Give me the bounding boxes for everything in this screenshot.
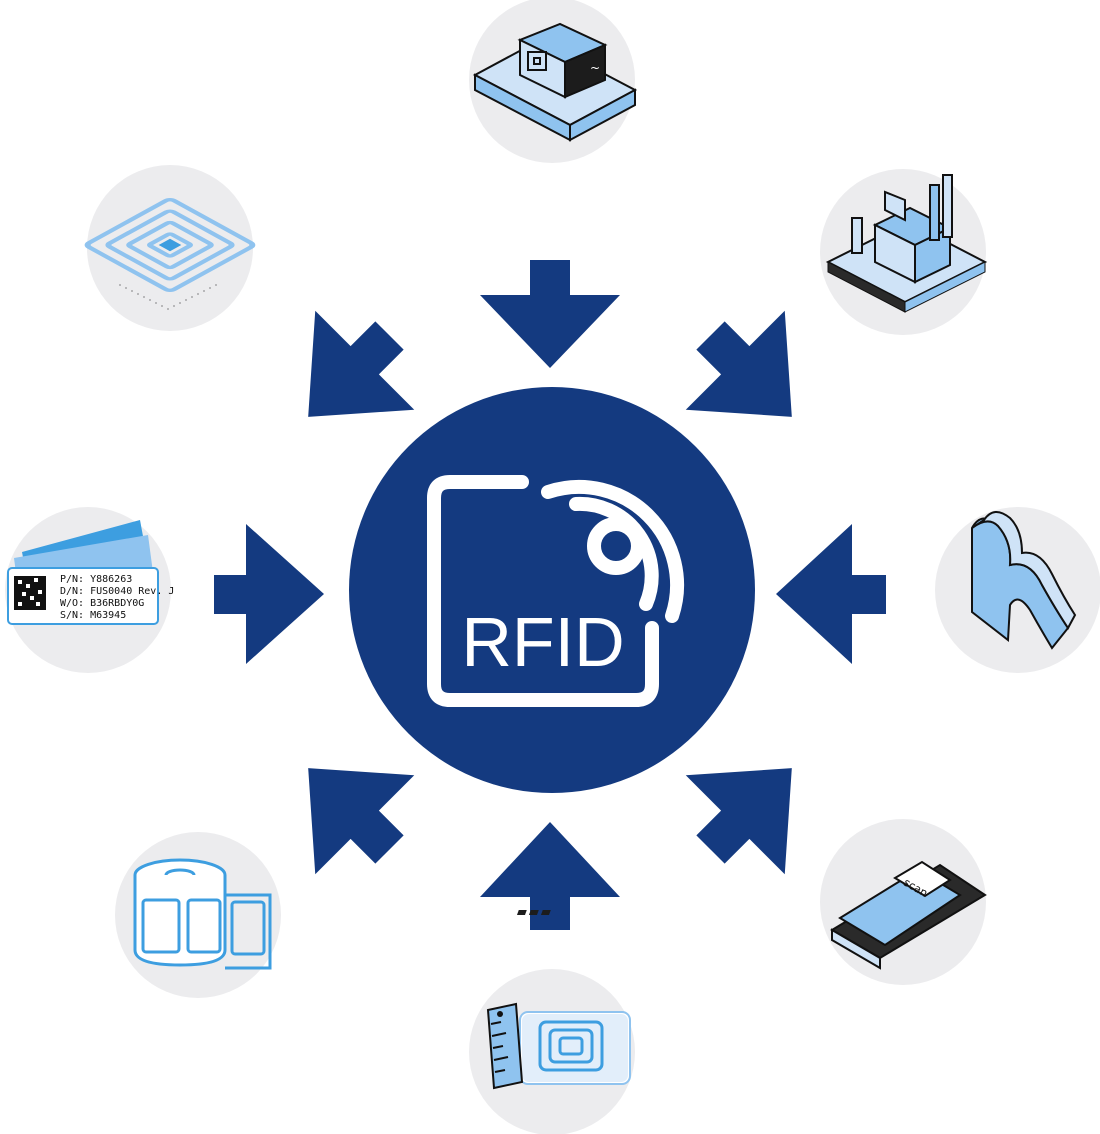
datamatrix-code-icon (14, 576, 46, 610)
asset-tag-label-icon: P/N: Y886263 D/N: FUS0040 Rev. J W/O: B3… (7, 520, 174, 625)
arrow-bottom-right (685, 768, 792, 875)
arrow-left (214, 524, 324, 664)
factory-icon (825, 174, 988, 313)
rfid-inlay-shadow (119, 284, 217, 310)
arrow-top-right (685, 310, 792, 417)
arrow-bottom (480, 822, 620, 930)
tag-line-4: S/N: M63945 (60, 610, 126, 621)
arrow-bottom-left (308, 768, 415, 875)
label-roll-node (115, 832, 281, 998)
rfid-center-circle (349, 387, 755, 793)
tag-line-3: W/O: B36RBDY0G (60, 598, 144, 609)
pallet-boxes-icon: ~ (472, 22, 638, 142)
arrow-top (480, 260, 620, 368)
rfid-card-ruler-node (469, 969, 635, 1134)
rfid-inlay-node (84, 165, 256, 331)
handheld-scanner-icon: scan (516, 860, 987, 970)
tag-line-1: P/N: Y886263 (60, 574, 132, 585)
rfid-chip-icon (427, 475, 685, 707)
arrows-group (214, 260, 886, 930)
arrow-right (776, 524, 886, 664)
pallet-boxes-node: ~ (469, 0, 638, 163)
rfid-center-label: RFID (461, 603, 624, 681)
tag-line-2: D/N: FUS0040 Rev. J (60, 586, 174, 597)
label-roll-icon (133, 858, 272, 970)
svg-text:~: ~ (590, 61, 600, 75)
factory-node (820, 169, 988, 335)
rfid-center: RFID (349, 387, 755, 793)
rfid-card-ruler-icon (486, 1002, 631, 1090)
arrow-top-left (308, 310, 415, 417)
handheld-scanner-node: scan (516, 819, 987, 985)
flexible-material-icon (971, 511, 1077, 650)
asset-tag-node: P/N: Y886263 D/N: FUS0040 Rev. J W/O: B3… (5, 507, 174, 673)
flexible-material-node (935, 507, 1100, 673)
